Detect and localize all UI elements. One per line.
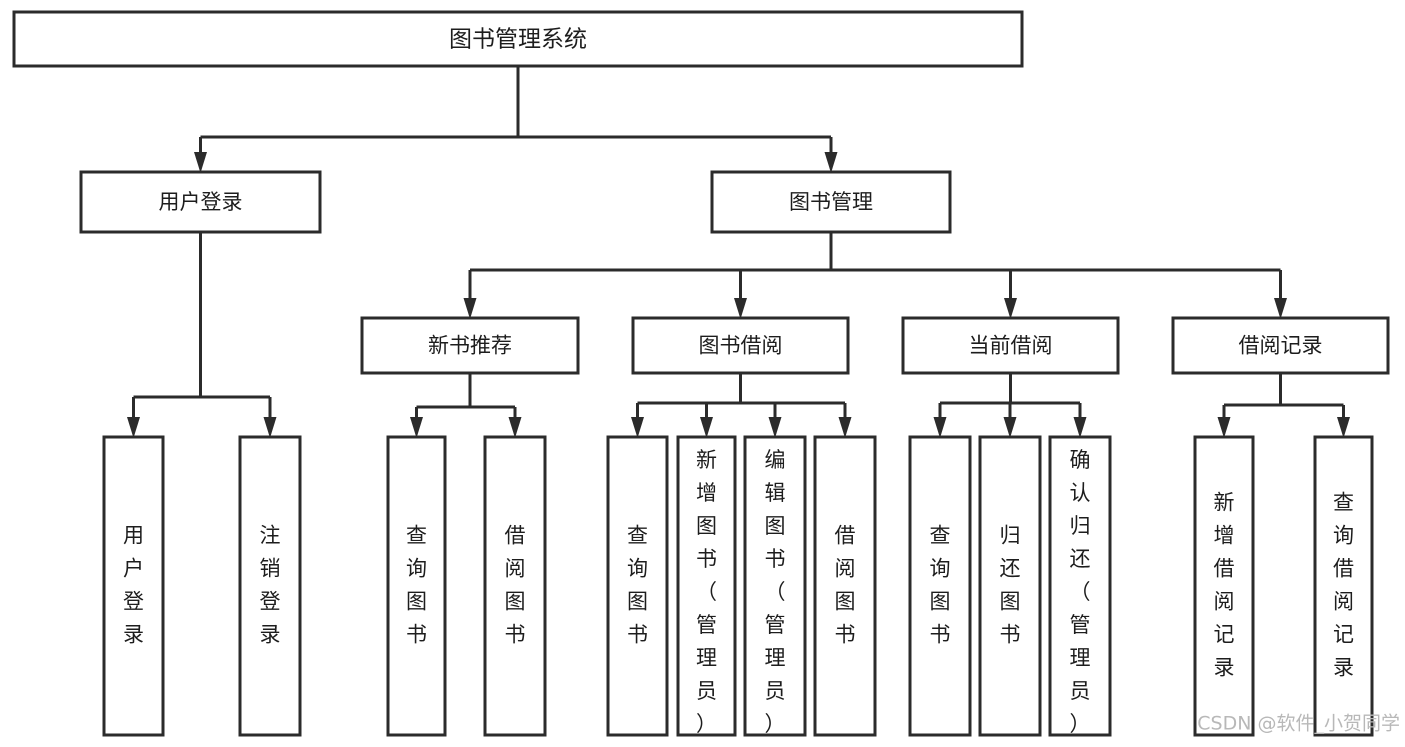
node-book-admin[interactable]: 图书管理 bbox=[710, 170, 952, 234]
connector-new-book-rec-to-leaf-borrow-book-1 bbox=[468, 373, 522, 438]
node-borrow-record[interactable]: 借阅记录 bbox=[1171, 316, 1390, 375]
connector-book-borrow-to-leaf-edit-book bbox=[739, 373, 782, 438]
connector-user-login-to-leaf-logout bbox=[199, 232, 277, 438]
node-label-leaf-confirm-return: 确认归还（管理员） bbox=[1070, 448, 1091, 736]
node-label-leaf-logout: 注销登录 bbox=[260, 524, 281, 647]
connector-borrow-record-to-leaf-query-record bbox=[1279, 373, 1350, 438]
node-new-book-rec[interactable]: 新书推荐 bbox=[360, 316, 580, 375]
node-box-leaf-logout[interactable] bbox=[238, 435, 302, 737]
connector-book-borrow-to-leaf-add-book bbox=[700, 373, 742, 438]
connector-root-to-book-admin bbox=[516, 66, 838, 173]
connector-user-login-to-leaf-user-login bbox=[127, 232, 202, 438]
node-label-leaf-add-record: 新增借阅记录 bbox=[1214, 491, 1235, 680]
node-label-user-login: 用户登录 bbox=[159, 190, 243, 214]
node-label-current-borrow: 当前借阅 bbox=[969, 334, 1053, 358]
node-label-leaf-return-book: 归还图书 bbox=[1000, 524, 1021, 647]
node-box-new-book-rec[interactable] bbox=[360, 316, 580, 375]
node-leaf-user-login[interactable]: 用户登录 bbox=[102, 435, 165, 737]
node-box-leaf-confirm-return[interactable] bbox=[1048, 435, 1112, 737]
node-root[interactable]: 图书管理系统 bbox=[12, 10, 1024, 68]
node-box-current-borrow[interactable] bbox=[901, 316, 1120, 375]
connector-new-book-rec-to-leaf-query-book-1 bbox=[410, 373, 472, 438]
node-leaf-add-book[interactable]: 新增图书（管理员） bbox=[676, 435, 737, 737]
node-leaf-return-book[interactable]: 归还图书 bbox=[978, 435, 1042, 737]
connector-book-borrow-to-leaf-query-book-2 bbox=[631, 373, 742, 438]
node-leaf-query-book-1[interactable]: 查询图书 bbox=[386, 435, 447, 737]
node-box-leaf-user-login[interactable] bbox=[102, 435, 165, 737]
node-box-leaf-query-book-2[interactable] bbox=[606, 435, 669, 737]
node-label-book-admin: 图书管理 bbox=[789, 190, 873, 214]
node-label-leaf-query-book-1: 查询图书 bbox=[406, 524, 427, 647]
node-box-leaf-borrow-book-2[interactable] bbox=[813, 435, 877, 737]
node-box-leaf-query-book-1[interactable] bbox=[386, 435, 447, 737]
node-leaf-borrow-book-2[interactable]: 借阅图书 bbox=[813, 435, 877, 737]
node-label-root: 图书管理系统 bbox=[449, 27, 587, 53]
node-box-leaf-borrow-book-1[interactable] bbox=[483, 435, 547, 737]
node-box-leaf-add-book[interactable] bbox=[676, 435, 737, 737]
node-label-leaf-query-record: 查询借阅记录 bbox=[1333, 491, 1354, 680]
node-box-leaf-return-book[interactable] bbox=[978, 435, 1042, 737]
node-box-leaf-query-book-3[interactable] bbox=[908, 435, 972, 737]
node-label-book-borrow: 图书借阅 bbox=[699, 334, 783, 358]
node-leaf-logout[interactable]: 注销登录 bbox=[238, 435, 302, 737]
node-box-user-login[interactable] bbox=[79, 170, 322, 234]
node-label-leaf-borrow-book-2: 借阅图书 bbox=[835, 524, 856, 647]
connector-book-borrow-to-leaf-borrow-book-2 bbox=[739, 373, 852, 438]
connector-current-borrow-to-leaf-confirm-return bbox=[1009, 373, 1087, 438]
node-label-borrow-record: 借阅记录 bbox=[1239, 334, 1323, 358]
node-box-root[interactable] bbox=[12, 10, 1024, 68]
connector-book-admin-to-current-borrow bbox=[829, 232, 1017, 319]
node-layer: 图书管理系统用户登录图书管理新书推荐图书借阅当前借阅借阅记录用户登录注销登录查询… bbox=[12, 10, 1390, 737]
node-label-leaf-add-book: 新增图书（管理员） bbox=[696, 448, 717, 736]
node-label-leaf-user-login: 用户登录 bbox=[123, 524, 144, 647]
node-leaf-confirm-return[interactable]: 确认归还（管理员） bbox=[1048, 435, 1112, 737]
node-box-borrow-record[interactable] bbox=[1171, 316, 1390, 375]
node-box-leaf-add-record[interactable] bbox=[1193, 435, 1255, 737]
node-box-book-borrow[interactable] bbox=[631, 316, 850, 375]
node-leaf-query-record[interactable]: 查询借阅记录 bbox=[1313, 435, 1374, 737]
node-box-leaf-edit-book[interactable] bbox=[743, 435, 807, 737]
node-label-leaf-query-book-2: 查询图书 bbox=[627, 524, 648, 647]
node-box-leaf-query-record[interactable] bbox=[1313, 435, 1374, 737]
node-box-book-admin[interactable] bbox=[710, 170, 952, 234]
node-label-leaf-borrow-book-1: 借阅图书 bbox=[505, 524, 526, 647]
node-current-borrow[interactable]: 当前借阅 bbox=[901, 316, 1120, 375]
node-label-leaf-edit-book: 编辑图书（管理员） bbox=[765, 448, 786, 736]
connector-current-borrow-to-leaf-query-book-3 bbox=[933, 373, 1012, 438]
node-user-login[interactable]: 用户登录 bbox=[79, 170, 322, 234]
node-leaf-add-record[interactable]: 新增借阅记录 bbox=[1193, 435, 1255, 737]
node-leaf-query-book-3[interactable]: 查询图书 bbox=[908, 435, 972, 737]
node-leaf-borrow-book-1[interactable]: 借阅图书 bbox=[483, 435, 547, 737]
connector-book-admin-to-book-borrow bbox=[734, 232, 833, 319]
connector-book-admin-to-borrow-record bbox=[829, 232, 1287, 319]
node-book-borrow[interactable]: 图书借阅 bbox=[631, 316, 850, 375]
node-label-leaf-query-book-3: 查询图书 bbox=[930, 524, 951, 647]
connector-root-to-user-login bbox=[194, 66, 520, 173]
connector-layer bbox=[127, 66, 1350, 438]
node-leaf-query-book-2[interactable]: 查询图书 bbox=[606, 435, 669, 737]
connector-book-admin-to-new-book-rec bbox=[463, 232, 833, 319]
connector-borrow-record-to-leaf-add-record bbox=[1217, 373, 1282, 438]
watermark-label: CSDN @软件_小贺同学 bbox=[1197, 713, 1400, 735]
node-label-new-book-rec: 新书推荐 bbox=[428, 334, 512, 358]
node-leaf-edit-book[interactable]: 编辑图书（管理员） bbox=[743, 435, 807, 737]
